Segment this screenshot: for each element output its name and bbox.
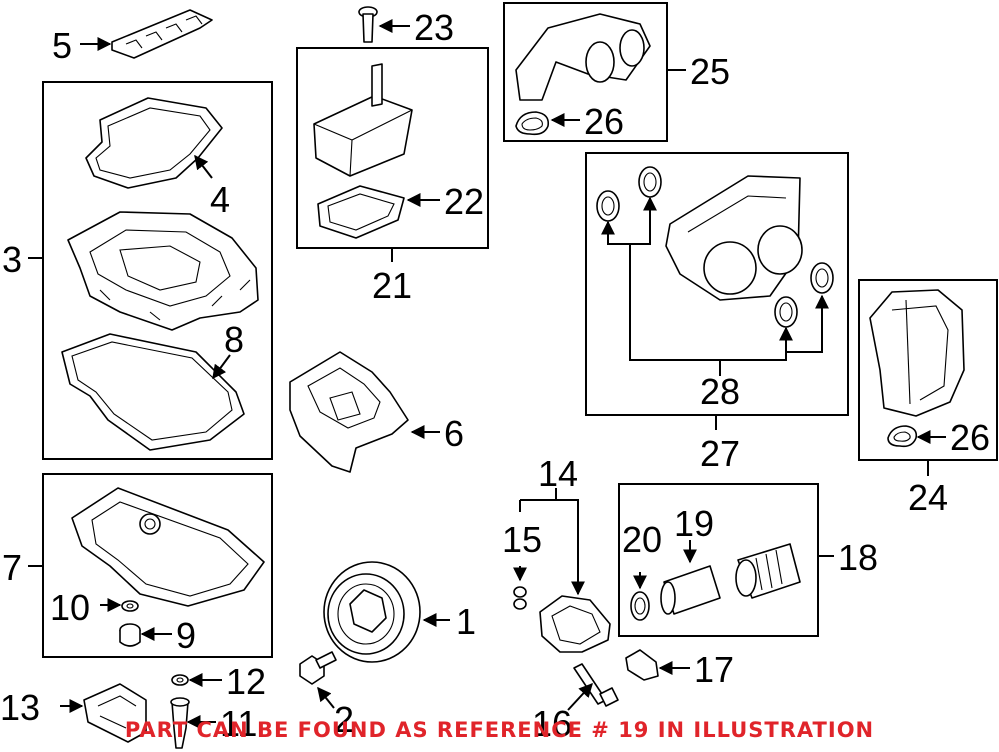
callout-11: 11 [220,703,257,744]
callout-8: 8 [224,319,244,360]
part-12-washer [171,674,189,686]
part-3-oil-pan-upper [67,211,259,331]
part-6-heat-shield [289,351,409,473]
part-10-washer [121,600,139,612]
part-13-bracket [83,683,147,743]
part-16-bolt [573,663,619,707]
part-11-tube [170,697,190,749]
part-26-seal-upper [515,111,550,136]
callout-27: 27 [700,433,740,474]
part-15-seals [513,586,527,610]
callout-13: 13 [0,687,40,728]
part-24-duct [869,289,965,417]
callout-3: 3 [2,239,22,280]
callout-28: 28 [700,371,740,412]
callout-4: 4 [210,179,230,220]
part-7-oil-pan-lower [71,487,265,607]
reference-note: PART CAN BE FOUND AS REFERENCE # 19 IN I… [124,718,875,742]
o-ring-3 [774,296,798,328]
part-23-bolt [358,6,378,43]
part-22-gasket [317,185,405,239]
part-17-sensor [625,649,659,681]
callout-10: 10 [50,587,90,628]
part-8-gasket [61,333,245,451]
callout-21: 21 [372,265,412,306]
callout-17: 17 [694,649,734,690]
group-box-25 [503,2,668,142]
callout-19: 19 [674,503,714,544]
part-4-gasket [85,97,223,189]
part-25-air-duct [515,13,651,101]
callout-14: 14 [538,453,578,494]
part-27-intake [665,175,803,301]
part-5-bracket [111,9,213,59]
callout-26-lower: 26 [950,417,990,458]
o-ring-1 [596,190,620,222]
part-21-oil-cooler [313,63,413,177]
group-box-3 [42,81,273,460]
part-19-oil-filter [660,565,721,615]
part-14-pump [539,595,611,653]
callout-12: 12 [226,661,266,702]
leader-lines [28,19,946,729]
callout-16: 16 [532,703,572,744]
callout-7: 7 [2,547,22,588]
callout-15: 15 [502,519,542,560]
callout-22: 22 [444,181,484,222]
callout-25: 25 [690,51,730,92]
part-2-bolt [299,651,337,685]
callout-2: 2 [334,699,354,740]
part-20-o-ring [630,591,650,621]
callout-18: 18 [838,537,878,578]
callout-20: 20 [622,519,662,560]
callout-26-upper: 26 [584,101,624,142]
callout-5: 5 [52,25,72,66]
callout-1: 1 [456,601,476,642]
callout-9: 9 [176,615,196,656]
part-1-pulley [323,561,421,663]
callout-23: 23 [414,7,454,48]
group-box-18 [618,483,819,637]
callout-6: 6 [444,413,464,454]
o-ring-4 [810,262,834,294]
part-26-seal-lower [887,425,918,448]
part-18-filter-housing [735,543,801,599]
callout-24: 24 [908,477,948,518]
o-ring-2 [638,166,662,198]
part-9-drain-plug [119,623,141,647]
